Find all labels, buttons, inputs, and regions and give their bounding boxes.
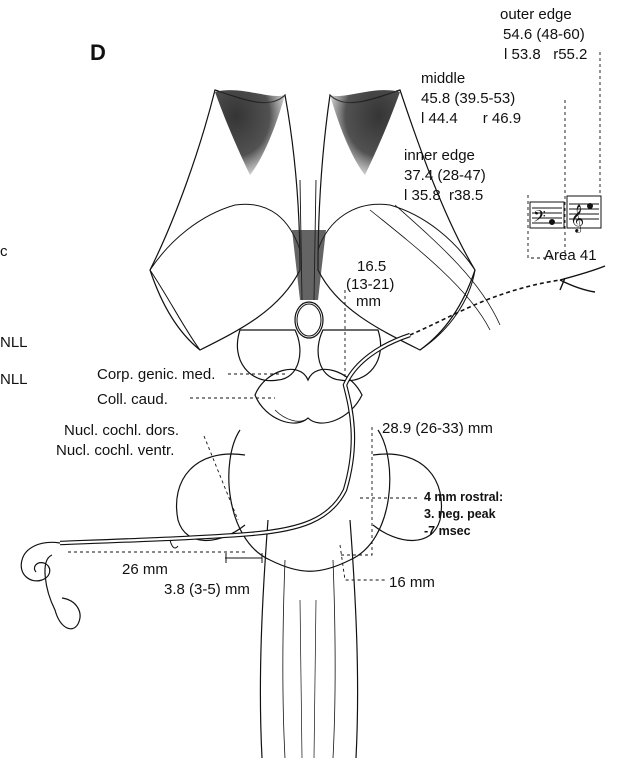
distance-top-line1: 16.5 [357,258,386,275]
cochlea [21,542,60,581]
rostral-note-line2: 3. neg. peak [424,507,496,522]
left-edge-label: NLL [0,334,28,351]
brainstem-outline [260,520,357,758]
svg-text:𝄞: 𝄞 [570,204,584,233]
distance-mid-label: 28.9 (26-33) mm [382,420,493,437]
middle-lr: l 44.4 r 46.9 [421,110,521,127]
cerebellum-left [177,454,245,540]
distance-top-line3: mm [356,293,381,310]
panel-letter: D [90,44,106,61]
outer-edge-lr: l 53.8 r55.2 [504,46,587,63]
distance-nerve-label: 26 mm [122,561,168,578]
hemisphere-left [150,90,300,350]
middle-title: middle [421,70,465,87]
inner-edge-title: inner edge [404,147,475,164]
distance-top-line2: (13-21) [346,276,394,293]
cochl-dors-label: Nucl. cochl. dors. [64,422,179,439]
cochl-ventr-label: Nucl. cochl. ventr. [56,442,174,459]
rostral-note-line3: -7 msec [424,524,471,539]
rostral-note-line1: 4 mm rostral: [424,490,503,505]
area-label: Area 41 [544,247,597,264]
corp-genic-label: Corp. genic. med. [97,366,215,383]
outer-edge-value: 54.6 (48-60) [503,26,585,43]
middle-value: 45.8 (39.5-53) [421,90,515,107]
inner-edge-lr: l 35.8 r38.5 [404,187,483,204]
distance-bottom-label: 16 mm [389,574,435,591]
inner-edge-value: 37.4 (28-47) [404,167,486,184]
pitch-notation: 𝄢 𝄞 [530,196,601,233]
svg-text:𝄢: 𝄢 [533,206,546,230]
distance-small-label: 3.8 (3-5) mm [164,581,250,598]
left-edge-label: NLL [0,371,28,388]
coll-caud-label: Coll. caud. [97,391,168,408]
left-edge-label: c [0,243,8,260]
outer-edge-title: outer edge [500,6,572,23]
